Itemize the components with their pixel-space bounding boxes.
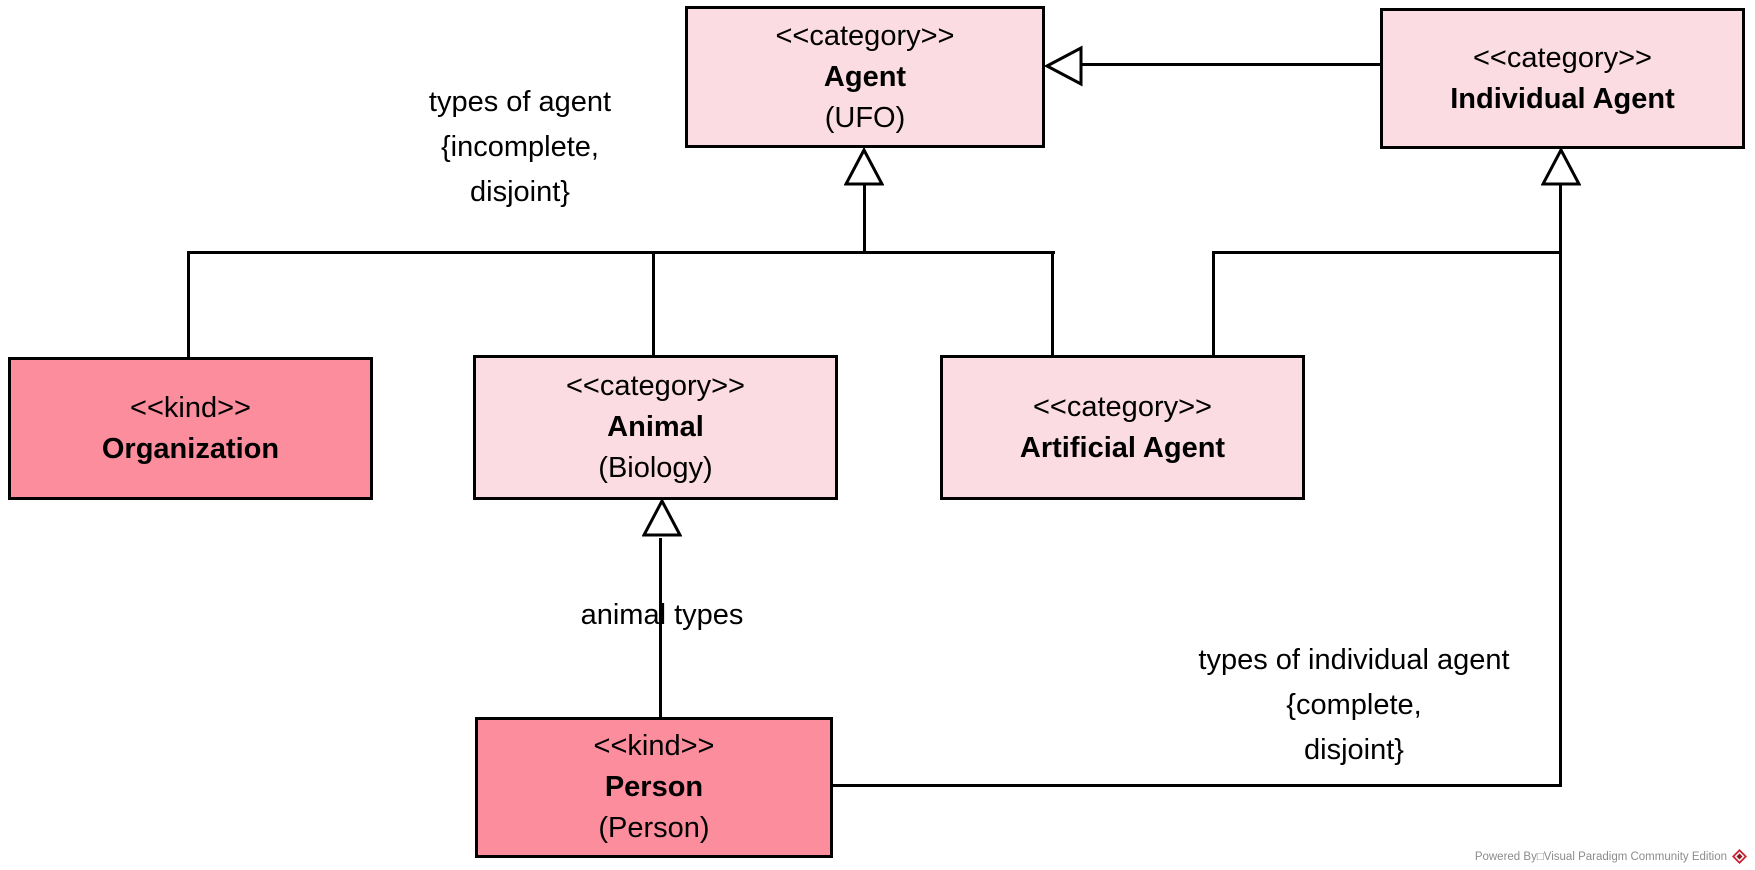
class-name: Artificial Agent (1019, 431, 1226, 464)
class-box-agent: <<category>> Agent (UFO) (685, 6, 1045, 148)
class-stereotype: <<category>> (775, 19, 955, 52)
generalization-edge-individual-agent-trunk (1559, 184, 1562, 786)
generalization-set-label-types-of-individual-agent: types of individual agent {complete, dis… (1134, 638, 1574, 773)
label-line: animal types (580, 599, 744, 631)
class-name: Individual Agent (1450, 82, 1675, 115)
label-line: types of agent (428, 86, 612, 118)
generalization-edge-agent-bus (187, 251, 1055, 254)
class-qualifier: (Person) (598, 812, 710, 844)
generalization-arrowhead-left-icon (1044, 45, 1083, 87)
watermark-text: Powered By□Visual Paradigm Community Edi… (1474, 850, 1727, 863)
generalization-edge-individual-agent-bus (1212, 251, 1562, 254)
generalization-edge-individual-agent-to-agent (1082, 63, 1380, 66)
label-line: {complete, (1286, 689, 1422, 721)
class-stereotype: <<category>> (1033, 390, 1212, 423)
generalization-edge-person-to-animal (659, 538, 662, 719)
generalization-set-label-animal-types: animal types (512, 598, 812, 632)
label-line: {incomplete, (441, 131, 599, 163)
generalization-edge-agent-trunk (863, 183, 866, 253)
class-stereotype: <<kind>> (593, 730, 715, 762)
generalization-edge-artificial-agent-branch-right (1212, 251, 1215, 357)
class-stereotype: <<kind>> (130, 391, 251, 424)
class-qualifier: (Biology) (598, 452, 713, 484)
class-box-person: <<kind>> Person (Person) (475, 717, 833, 858)
class-box-organization: <<kind>> Organization (8, 357, 373, 500)
label-line: types of individual agent (1198, 644, 1510, 676)
class-box-artificial-agent: <<category>> Artificial Agent (940, 355, 1305, 500)
generalization-arrowhead-up-icon (642, 499, 682, 537)
generalization-edge-artificial-agent-branch-left (1051, 251, 1054, 357)
generalization-edge-person-branch (833, 784, 1562, 787)
class-stereotype: <<category>> (1473, 41, 1652, 74)
class-name: Agent (823, 60, 907, 93)
generalization-edge-organization-branch (187, 251, 190, 359)
generalization-set-label-types-of-agent: types of agent {incomplete, disjoint} (320, 80, 720, 215)
watermark: Powered By□Visual Paradigm Community Edi… (1475, 849, 1747, 864)
class-name: Animal (607, 411, 704, 443)
label-line: disjoint} (470, 176, 570, 208)
class-name: Person (604, 771, 704, 803)
class-box-animal: <<category>> Animal (Biology) (473, 355, 838, 500)
class-qualifier: (UFO) (824, 101, 906, 134)
label-line: disjoint} (1304, 734, 1404, 766)
generalization-arrowhead-up-icon (844, 148, 884, 186)
visual-paradigm-logo-icon (1732, 849, 1747, 864)
class-box-individual-agent: <<category>> Individual Agent (1380, 8, 1745, 149)
generalization-arrowhead-up-icon (1541, 148, 1581, 186)
class-stereotype: <<category>> (566, 370, 745, 402)
generalization-edge-animal-branch (652, 251, 655, 357)
class-name: Organization (101, 432, 280, 465)
